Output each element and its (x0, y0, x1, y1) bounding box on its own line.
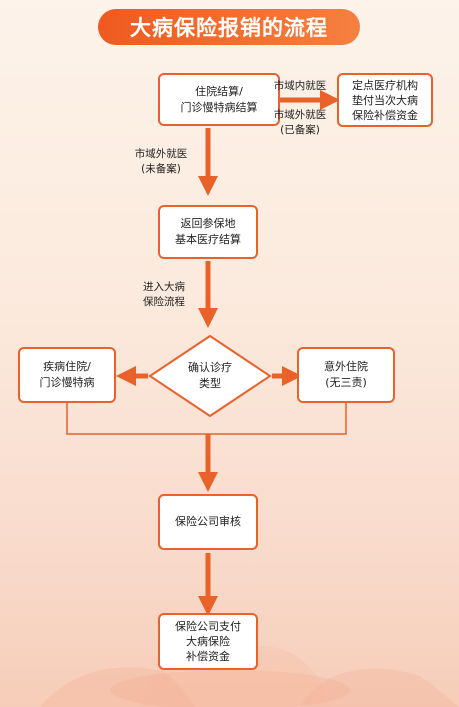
node-designated-institution: 定点医疗机构 垫付当次大病 保险补偿资金 (337, 73, 433, 127)
node-settlement: 住院结算/ 门诊慢特病结算 (158, 73, 280, 126)
node-disease-hospital: 疾病住院/ 门诊慢特病 (18, 347, 116, 403)
node-insurer-review: 保险公司审核 (158, 494, 258, 550)
node-return-settlement: 返回参保地 基本医疗结算 (158, 205, 258, 259)
decision-diamond (148, 334, 272, 418)
label-out-city-filed: 市域外就医 (已备案) (273, 109, 327, 136)
label-out-city-unfiled: 市域外就医 (未备案) (134, 148, 188, 175)
node-accident-hospital: 意外住院 (无三责) (297, 347, 395, 403)
node-insurer-payment: 保险公司支付 大病保险 补偿资金 (158, 613, 258, 670)
page-title: 大病保险报销的流程 (98, 9, 360, 45)
label-enter-process: 进入大病 保险流程 (143, 281, 185, 308)
node-confirm-type: 确认诊疗 类型 (188, 361, 232, 390)
label-in-city: 市域内就医 (273, 80, 327, 92)
